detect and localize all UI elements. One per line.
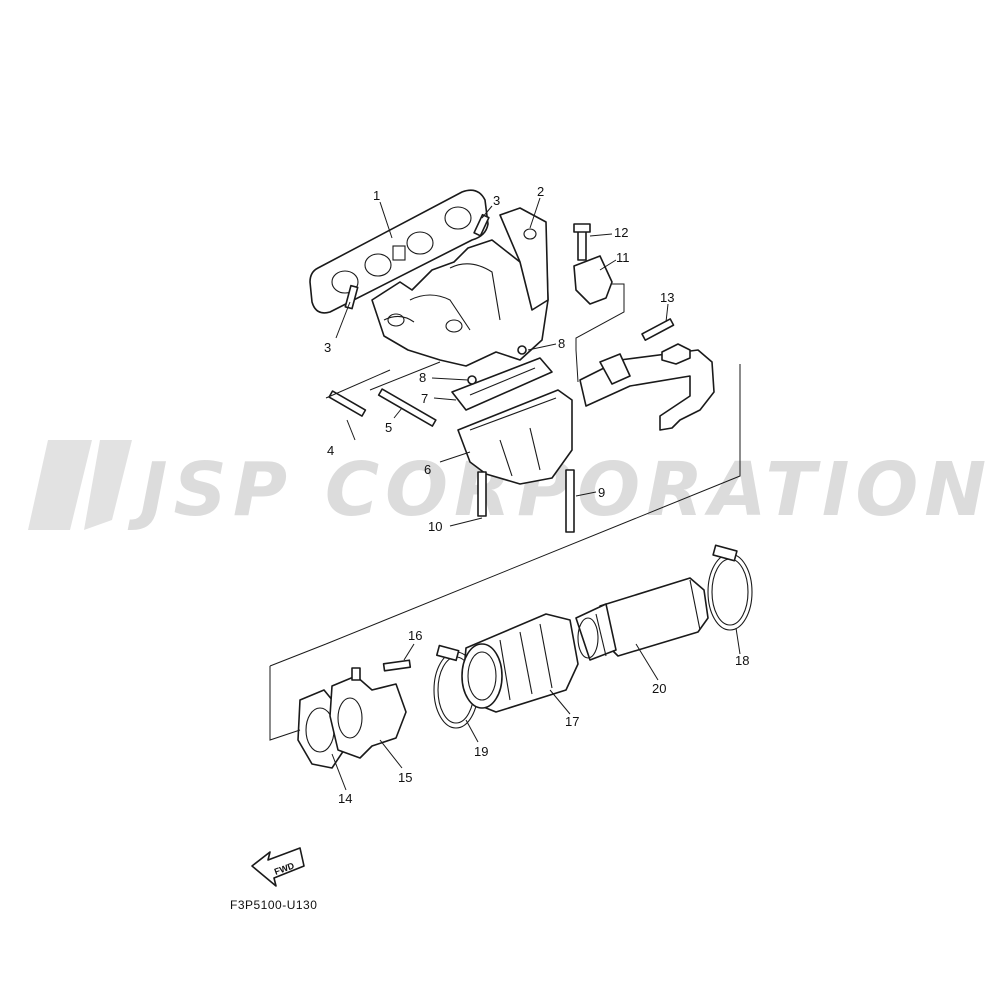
callout-16: 16 bbox=[408, 628, 422, 643]
callout-20: 20 bbox=[652, 681, 666, 696]
callout-18: 18 bbox=[735, 653, 749, 668]
callout-3: 3 bbox=[324, 340, 331, 355]
bolt bbox=[328, 390, 367, 417]
exhaust-manifold bbox=[371, 207, 549, 367]
group-frame-line bbox=[269, 643, 327, 667]
group-frame-line bbox=[369, 361, 441, 391]
bolt bbox=[382, 659, 412, 672]
gasket-slot bbox=[469, 367, 536, 396]
callout-14: 14 bbox=[338, 791, 352, 806]
callout-13: 13 bbox=[660, 290, 674, 305]
exhaust-chamber bbox=[457, 389, 573, 485]
group-frame-line bbox=[575, 349, 579, 383]
callouts: 1 2 3 3 4 5 6 7 8 8 9 10 11 12 13 14 15 … bbox=[324, 184, 749, 806]
callout-19: 19 bbox=[474, 744, 488, 759]
fwd-arrow-icon: FWD bbox=[251, 847, 305, 887]
callout-3: 3 bbox=[493, 193, 500, 208]
stud bbox=[473, 213, 490, 237]
bolt-head bbox=[573, 223, 591, 233]
group-frame-line bbox=[269, 666, 301, 741]
callout-6: 6 bbox=[424, 462, 431, 477]
callout-17: 17 bbox=[565, 714, 579, 729]
group-frame-line bbox=[325, 364, 741, 645]
watermark-logo-bar-icon bbox=[84, 440, 132, 530]
bracket bbox=[573, 255, 613, 305]
callout-10: 10 bbox=[428, 519, 442, 534]
callout-1: 1 bbox=[373, 188, 380, 203]
hose-bracket bbox=[599, 353, 631, 385]
hose-clamp bbox=[707, 544, 753, 631]
water-nipple bbox=[351, 667, 361, 681]
callout-4: 4 bbox=[327, 443, 334, 458]
joint-hose bbox=[461, 613, 579, 713]
hose-fitting bbox=[661, 343, 691, 365]
callout-11: 11 bbox=[616, 250, 630, 265]
group-frame-line bbox=[325, 369, 391, 399]
callout-9: 9 bbox=[598, 485, 605, 500]
diagram-code: F3P5100-U130 bbox=[230, 898, 317, 912]
bolt bbox=[377, 388, 437, 427]
stud bbox=[344, 284, 359, 310]
group-frame-line bbox=[575, 283, 625, 350]
watermark-logo-bar-icon bbox=[28, 440, 92, 530]
bolt bbox=[477, 471, 487, 517]
callout-2: 2 bbox=[537, 184, 544, 199]
callout-12: 12 bbox=[614, 225, 628, 240]
callout-7: 7 bbox=[421, 391, 428, 406]
bolt bbox=[565, 469, 575, 533]
dowel-pin bbox=[517, 345, 527, 355]
callout-8: 8 bbox=[419, 370, 426, 385]
callout-5: 5 bbox=[385, 420, 392, 435]
leader-lines bbox=[331, 197, 741, 791]
exhaust-pipe bbox=[575, 577, 709, 661]
manifold-gasket bbox=[309, 189, 489, 314]
bolt bbox=[641, 318, 675, 341]
callout-8: 8 bbox=[558, 336, 565, 351]
exhaust-joint bbox=[329, 667, 407, 759]
dowel-pin bbox=[467, 375, 477, 385]
callout-15: 15 bbox=[398, 770, 412, 785]
